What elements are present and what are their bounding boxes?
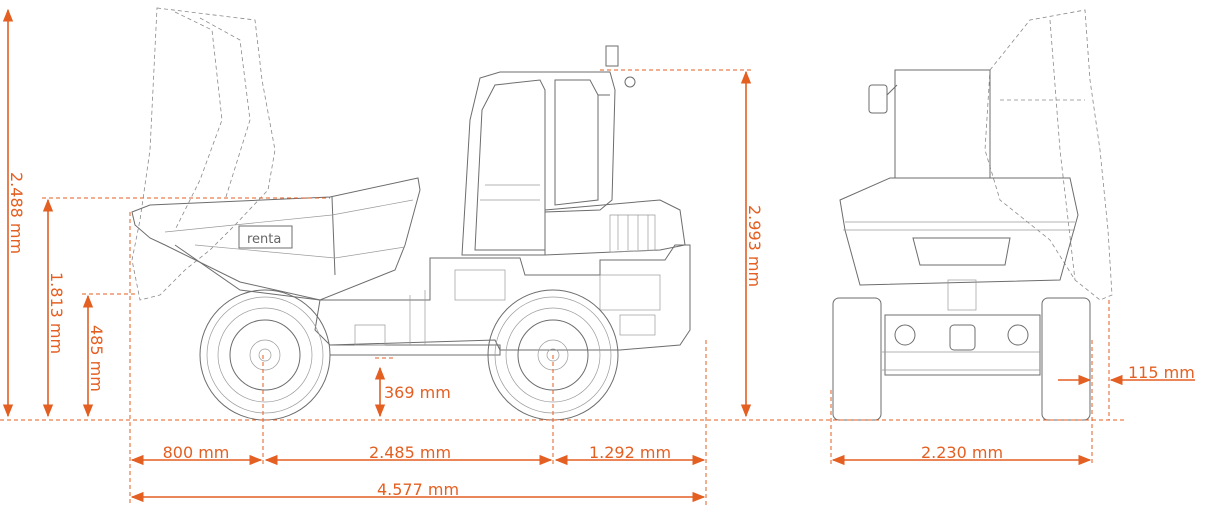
front-cab (894, 69, 991, 179)
dimension-lines (0, 8, 1195, 505)
label-side-overhang: 115 mm (1128, 363, 1195, 382)
label-overall-length: 4.577 mm (377, 480, 459, 499)
dimension-labels: 2.488 mm 1.813 mm 485 mm 369 mm 2.993 mm… (7, 172, 1195, 499)
label-wheelbase: 2.485 mm (369, 443, 451, 462)
bucket: renta (131, 177, 421, 301)
label-dump-height: 485 mm (87, 325, 106, 392)
front-axle (884, 314, 1041, 376)
front-bucket (839, 177, 1079, 286)
front-view-dumper (832, 9, 1113, 421)
front-wheel (199, 289, 331, 421)
label-front-overhang: 800 mm (163, 443, 230, 462)
engine-hood (544, 199, 686, 256)
raised-bucket-outline (131, 7, 276, 301)
chassis (314, 244, 691, 356)
label-ground-clearance: 369 mm (384, 383, 451, 402)
label-height-raised: 2.488 mm (7, 172, 26, 254)
label-height-bucket: 1.813 mm (47, 272, 66, 354)
label-overall-width: 2.230 mm (921, 443, 1003, 462)
side-view-dumper: renta (131, 7, 691, 421)
label-overall-height: 2.993 mm (745, 205, 764, 287)
front-right-wheel (1041, 297, 1091, 421)
tipped-bucket-outline (984, 9, 1113, 301)
label-rear-overhang: 1.292 mm (589, 443, 671, 462)
cab (461, 45, 636, 256)
front-left-wheel (832, 297, 882, 421)
brand-logo: renta (247, 232, 281, 247)
